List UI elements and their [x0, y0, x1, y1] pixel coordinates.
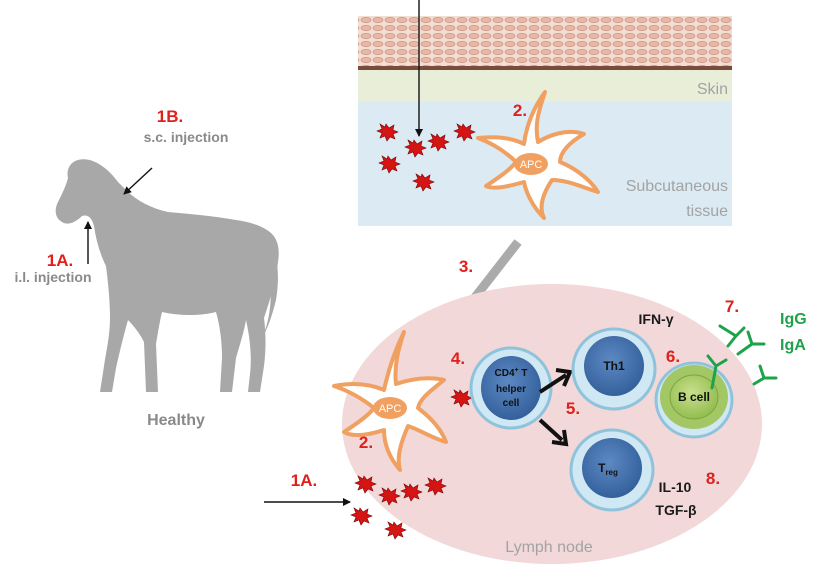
step-8-label: 8.	[706, 469, 720, 488]
cd4-label: CD4+ T	[495, 367, 528, 379]
arrow-to-treg	[538, 418, 564, 442]
igg-label: IgG	[780, 311, 807, 328]
arrow-to-th1	[538, 373, 568, 394]
helper-label: helper	[496, 384, 526, 395]
antigen-particle	[378, 487, 401, 506]
lymph-node	[342, 284, 762, 564]
antigen-particle	[424, 477, 447, 496]
healthy-label: Healthy	[147, 412, 205, 429]
cd4-t-helper-cell	[469, 346, 553, 430]
iga-label: IgA	[780, 337, 806, 354]
th1-cell	[571, 327, 657, 411]
arrow-to-treg-head	[551, 429, 569, 447]
presented-antigen	[450, 389, 473, 408]
step-5-label: 5.	[566, 399, 580, 418]
subcutaneous-label: Subcutaneous	[626, 178, 728, 195]
antibody-icon	[718, 324, 746, 348]
ifn-gamma-label: IFN-γ	[639, 311, 674, 327]
step-3-label: 3.	[459, 257, 473, 276]
treg-label: Treg	[598, 461, 618, 477]
tgf-beta-label: TGF-β	[655, 502, 697, 518]
skin-panel	[358, 16, 732, 226]
antigen-particle	[412, 173, 435, 192]
antigen-particle	[427, 133, 450, 152]
antigen-particle	[453, 123, 476, 142]
b-cell-label: B cell	[678, 390, 710, 404]
sc-injection-arrow	[123, 167, 153, 195]
antigen-particle	[376, 123, 399, 142]
antigen-particle	[378, 155, 401, 174]
antigen-cluster-bottom	[350, 475, 447, 540]
step-1b-label: 1B.	[157, 107, 183, 126]
step-6-label: 6.	[666, 347, 680, 366]
antibody-icon	[736, 330, 766, 356]
sc-injection-label: s.c. injection	[144, 129, 229, 145]
antigen-cluster-top	[376, 123, 476, 192]
il-injection-label: i.l. injection	[14, 269, 91, 285]
step-2-top-label: 2.	[513, 101, 527, 120]
lymph-node-label: Lymph node	[505, 539, 593, 556]
antigen-particle	[400, 483, 423, 502]
skin-label: Skin	[697, 81, 728, 98]
arrow-to-th1-head	[555, 368, 573, 387]
antigen-particle	[354, 475, 377, 494]
step-4-label: 4.	[451, 349, 465, 368]
tissue-label: tissue	[686, 203, 728, 220]
cell-label: cell	[503, 398, 520, 409]
step-1a-left-label: 1A.	[47, 251, 73, 270]
apc-top	[476, 90, 600, 220]
apc-bottom-label: APC	[379, 403, 402, 415]
th1-label: Th1	[603, 359, 625, 373]
step-2-bottom-label: 2.	[359, 433, 373, 452]
antigen-particle	[350, 507, 373, 526]
il10-label: IL-10	[659, 479, 692, 495]
antibody-icon	[706, 354, 728, 390]
apc-bottom	[332, 330, 448, 472]
antigen-particle	[384, 521, 407, 540]
antibody-icon	[752, 364, 778, 386]
step-7-label: 7.	[725, 297, 739, 316]
antigen-particle	[404, 139, 427, 158]
step-1a-bottom-label: 1A.	[291, 471, 317, 490]
horse-silhouette	[55, 159, 279, 392]
treg-cell	[569, 428, 655, 512]
apc-top-label: APC	[520, 159, 543, 171]
